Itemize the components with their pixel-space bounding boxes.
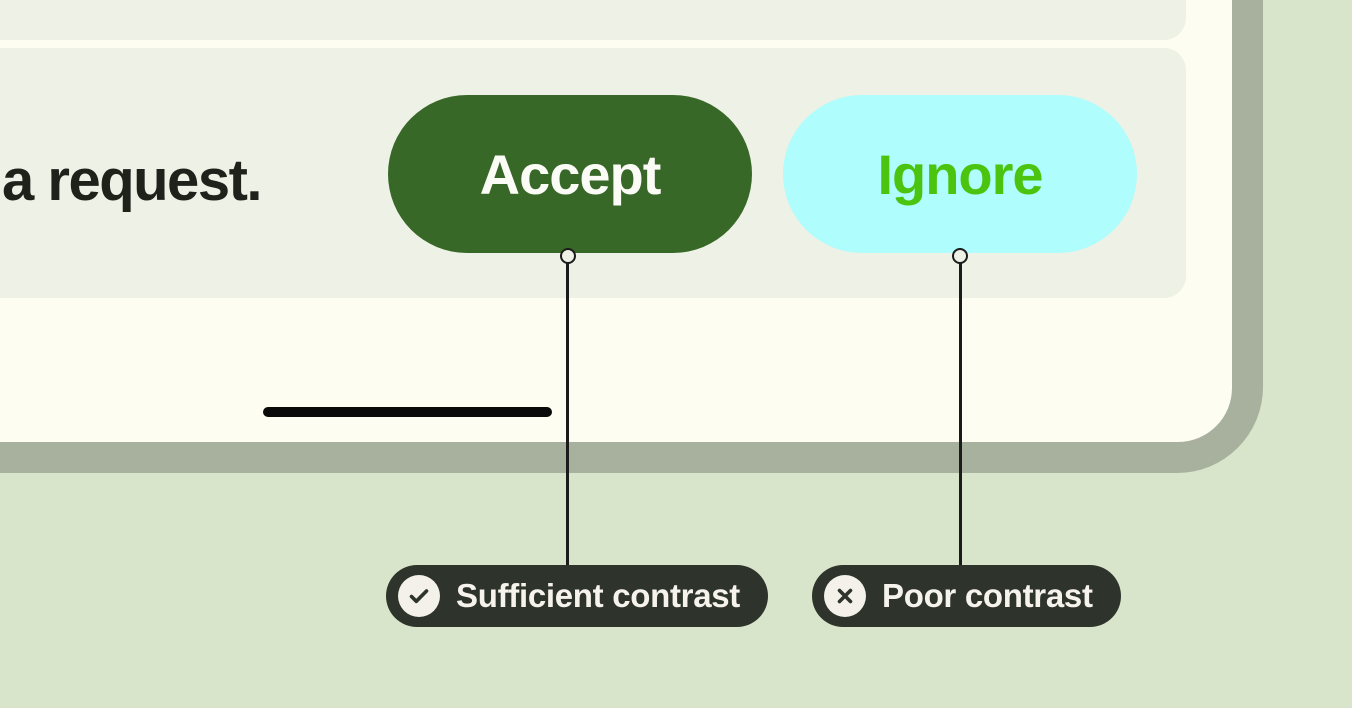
connector-line-accept [566,262,569,565]
home-indicator [263,407,552,417]
annotation-poor-contrast: Poor contrast [812,565,1121,627]
connector-dot-accept [560,248,576,264]
annotation-label: Poor contrast [882,577,1093,614]
ignore-button[interactable]: Ignore [783,95,1137,253]
notification-text: a request. [2,148,263,213]
connector-line-ignore [959,262,962,565]
check-circle-icon [398,575,440,617]
x-circle-icon [824,575,866,617]
accept-button[interactable]: Accept [388,95,752,253]
notification-panel-partial [0,0,1186,40]
annotation-sufficient-contrast: Sufficient contrast [386,565,769,627]
connector-dot-ignore [952,248,968,264]
annotation-label: Sufficient contrast [456,577,741,614]
